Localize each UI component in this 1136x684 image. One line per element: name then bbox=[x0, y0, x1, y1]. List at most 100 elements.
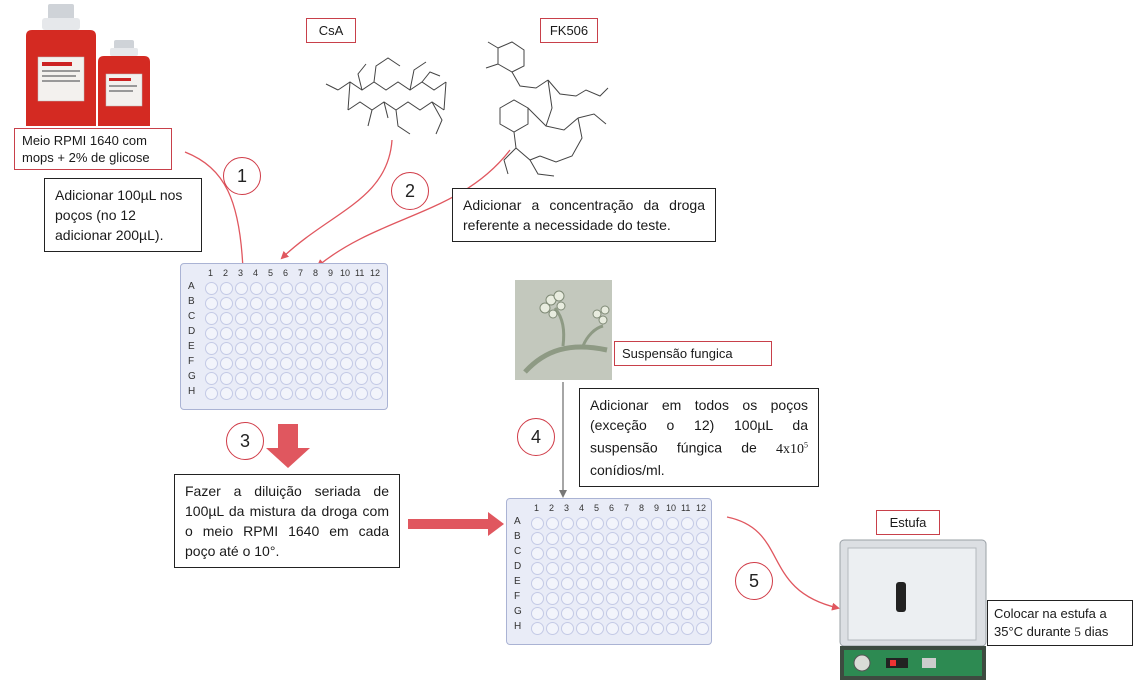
plate-well bbox=[561, 622, 574, 635]
plate-well bbox=[666, 577, 679, 590]
plate-well bbox=[295, 297, 308, 310]
plate-column-label: 10 bbox=[340, 268, 351, 278]
plate-column-label: 12 bbox=[370, 268, 381, 278]
plate-well bbox=[636, 592, 649, 605]
plate-well bbox=[295, 387, 308, 400]
plate-well bbox=[295, 282, 308, 295]
plate-well bbox=[355, 312, 368, 325]
plate-well bbox=[340, 327, 353, 340]
plate-well bbox=[666, 622, 679, 635]
plate-well bbox=[295, 312, 308, 325]
plate-well bbox=[561, 592, 574, 605]
plate-well bbox=[696, 622, 709, 635]
csa-molecule-image bbox=[318, 30, 468, 140]
plate-well bbox=[531, 517, 544, 530]
plate-well bbox=[636, 532, 649, 545]
rpmi-medium-label: Meio RPMI 1640 com mops + 2% de glicose bbox=[14, 128, 172, 170]
plate-well bbox=[591, 622, 604, 635]
plate-column-label: 1 bbox=[534, 503, 540, 513]
plate-well bbox=[205, 342, 218, 355]
plate-well bbox=[606, 562, 619, 575]
plate-well bbox=[576, 532, 589, 545]
plate-column-label: 9 bbox=[328, 268, 334, 278]
plate-well bbox=[546, 577, 559, 590]
plate-well bbox=[325, 297, 338, 310]
plate-well bbox=[651, 592, 664, 605]
fungal-suspension-label: Suspensão fungica bbox=[614, 341, 772, 366]
plate-well bbox=[355, 297, 368, 310]
plate-well bbox=[325, 312, 338, 325]
plate-well bbox=[250, 282, 263, 295]
plate-well bbox=[310, 282, 323, 295]
plate-well bbox=[561, 547, 574, 560]
rpmi-bottles-image bbox=[20, 2, 170, 130]
plate-well bbox=[310, 297, 323, 310]
step3-down-arrow bbox=[266, 424, 310, 468]
plate-well bbox=[621, 517, 634, 530]
plate-well bbox=[651, 547, 664, 560]
plate-well bbox=[355, 327, 368, 340]
plate-well bbox=[546, 532, 559, 545]
fk506-label: FK506 bbox=[540, 18, 598, 43]
plate-well bbox=[591, 607, 604, 620]
plate-well bbox=[265, 297, 278, 310]
step4-unit: conídios/ml. bbox=[590, 461, 665, 478]
plate-well bbox=[606, 547, 619, 560]
step3-instruction: Fazer a diluição seriada de 100µL da mis… bbox=[174, 474, 400, 568]
plate-well bbox=[235, 357, 248, 370]
plate-well bbox=[340, 297, 353, 310]
plate-well bbox=[651, 517, 664, 530]
plate-column-label: 11 bbox=[681, 503, 691, 513]
plate-well bbox=[621, 532, 634, 545]
plate-well bbox=[561, 532, 574, 545]
plate-well bbox=[280, 342, 293, 355]
plate-well bbox=[576, 517, 589, 530]
plate-well bbox=[591, 577, 604, 590]
plate-well bbox=[681, 532, 694, 545]
plate-well bbox=[235, 342, 248, 355]
plate-well bbox=[265, 342, 278, 355]
plate-well bbox=[340, 282, 353, 295]
plate-well bbox=[681, 592, 694, 605]
plate-well bbox=[265, 387, 278, 400]
plate-well bbox=[591, 592, 604, 605]
plate-well bbox=[666, 532, 679, 545]
plate-row-label: H bbox=[188, 386, 196, 397]
plate-well bbox=[325, 282, 338, 295]
plate-column-label: 5 bbox=[594, 503, 600, 513]
step1-instruction: Adicionar 100µL nos poços (no 12 adicion… bbox=[44, 178, 202, 252]
plate-column-label: 10 bbox=[666, 503, 677, 513]
plate-well bbox=[235, 297, 248, 310]
plate-well bbox=[295, 327, 308, 340]
plate-column-label: 12 bbox=[696, 503, 707, 513]
plate-well bbox=[220, 282, 233, 295]
plate-well bbox=[576, 622, 589, 635]
plate-column-label: 4 bbox=[253, 268, 259, 278]
plate-column-label: 1 bbox=[208, 268, 214, 278]
plate-well bbox=[561, 577, 574, 590]
plate-column-label: 5 bbox=[268, 268, 274, 278]
plate-well bbox=[546, 517, 559, 530]
plate-row-label: C bbox=[188, 311, 196, 322]
plate-well bbox=[696, 577, 709, 590]
plate-well bbox=[681, 622, 694, 635]
plate-well bbox=[531, 532, 544, 545]
plate-well bbox=[591, 532, 604, 545]
molecule-icon bbox=[485, 41, 609, 177]
step4-text: Adicionar em todos os poços (exceção o 1… bbox=[590, 397, 808, 456]
arrow-to-second-plate bbox=[408, 512, 504, 536]
plate-well bbox=[355, 357, 368, 370]
plate-row-label: A bbox=[188, 281, 195, 292]
step5-instruction: Colocar na estufa a 35°C durante 5 dias bbox=[987, 600, 1133, 646]
plate-well bbox=[606, 607, 619, 620]
plate-well bbox=[250, 357, 263, 370]
plate-well bbox=[681, 607, 694, 620]
plate-well bbox=[325, 372, 338, 385]
step2-instruction: Adicionar a concentração da droga refere… bbox=[452, 188, 716, 242]
plate-well bbox=[576, 592, 589, 605]
plate-well bbox=[295, 372, 308, 385]
molecule-icon bbox=[325, 57, 447, 135]
plate-well bbox=[621, 562, 634, 575]
plate-well bbox=[651, 607, 664, 620]
incubator-label: Estufa bbox=[876, 510, 940, 535]
